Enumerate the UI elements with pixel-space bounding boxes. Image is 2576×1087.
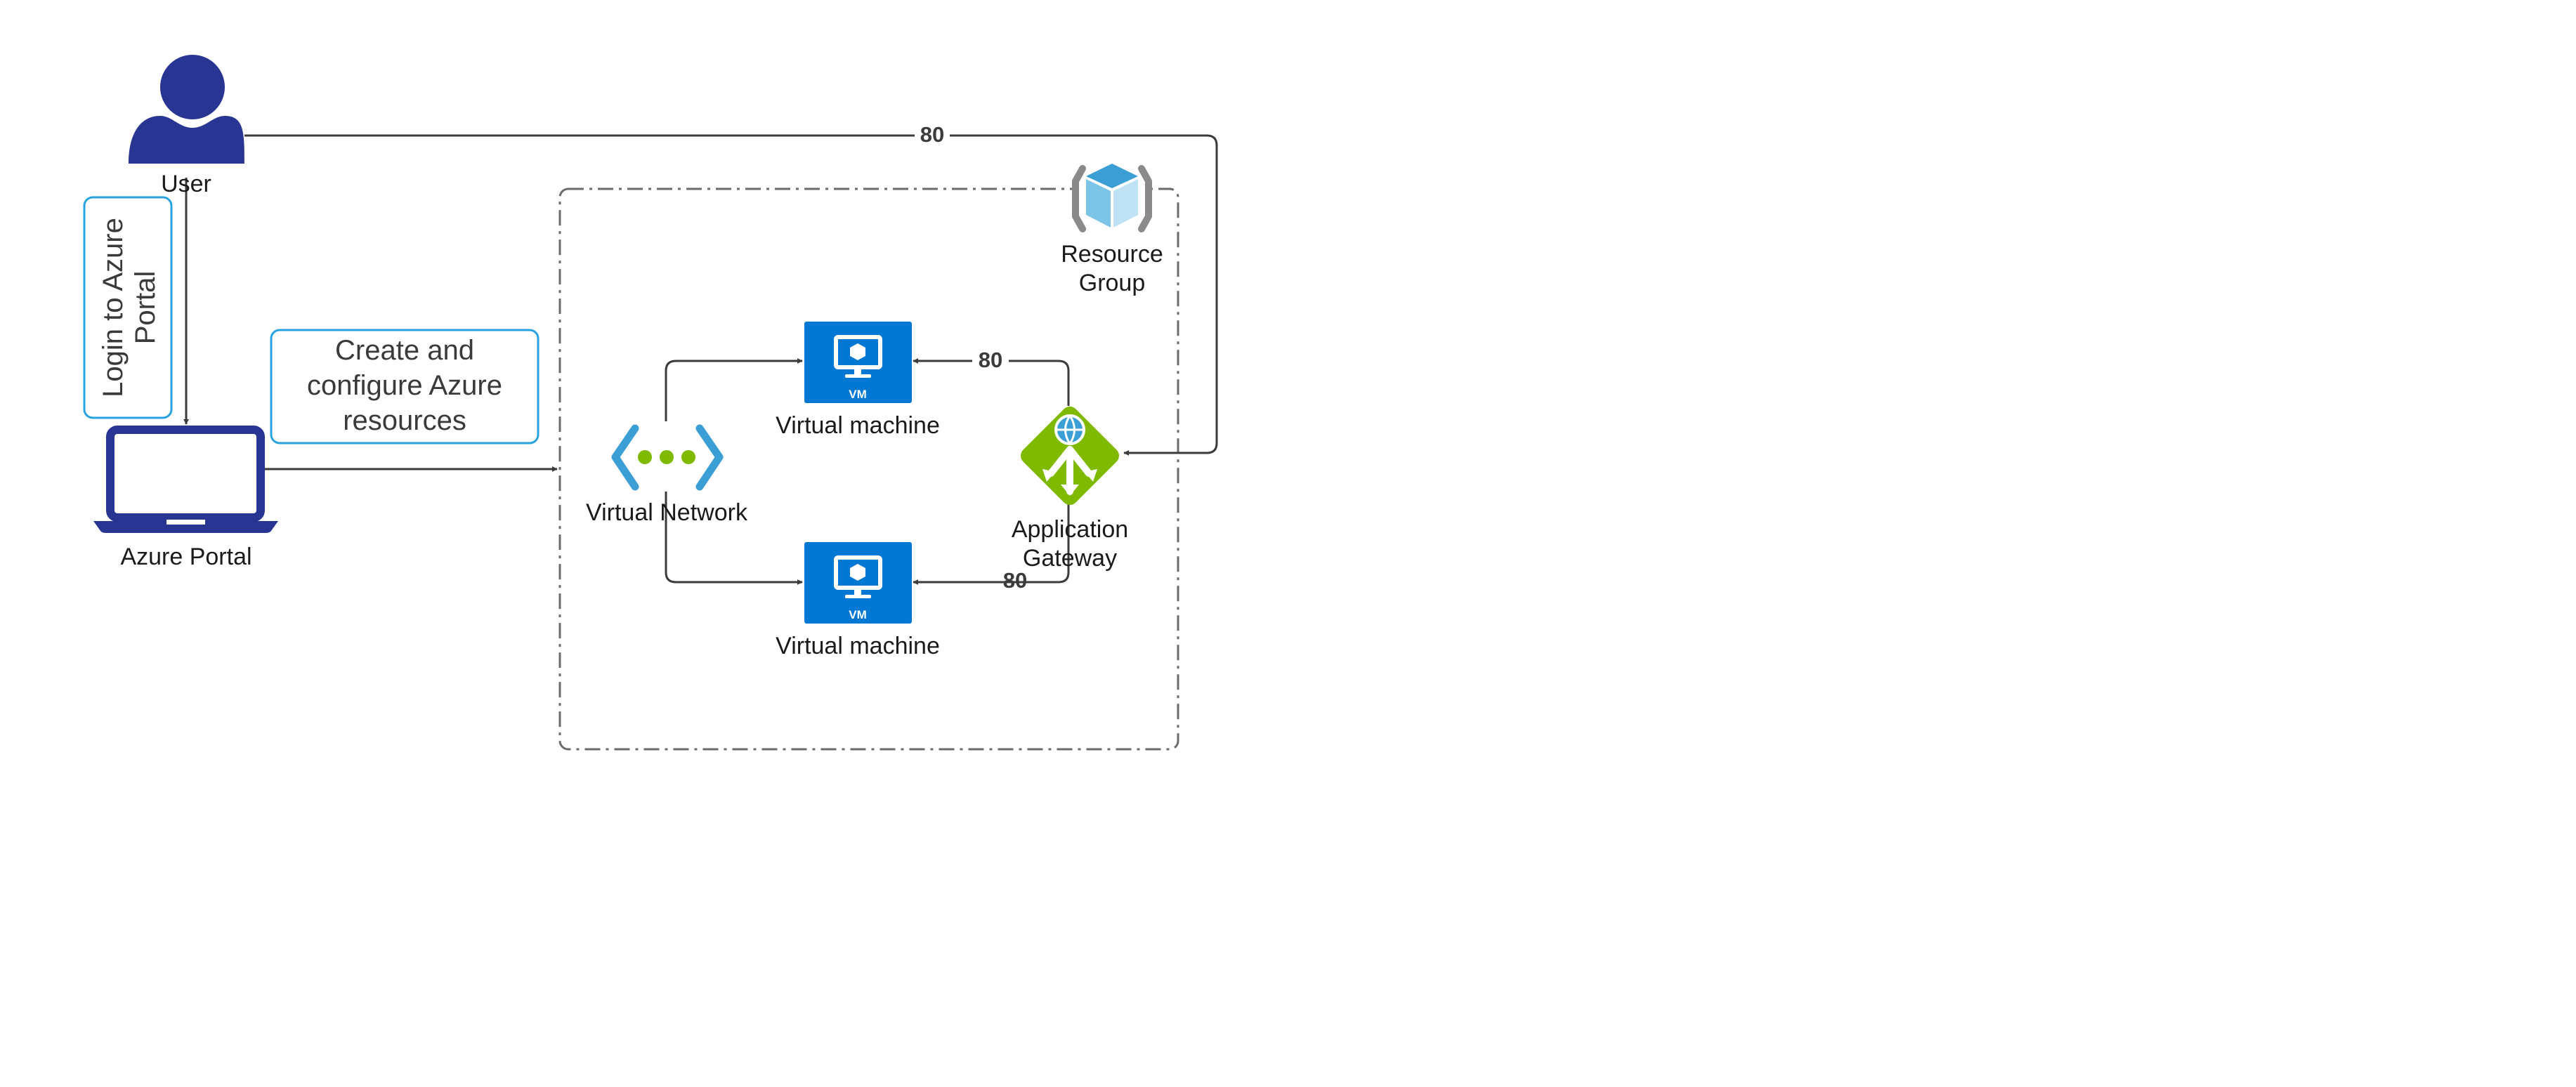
edge-gateway-to-vm-bottom — [913, 504, 1070, 585]
login-note: Login to Azure Portal — [83, 196, 173, 419]
edge-vnet-to-vm-top — [665, 358, 803, 421]
virtual-network-label: Virtual Network — [586, 499, 748, 526]
edge-label-gateway-vm-top: 80 — [979, 348, 1002, 372]
login-note-line1: Login to Azure — [98, 218, 129, 397]
application-gateway-label-line1: Application — [1012, 516, 1128, 543]
resource-group-node[interactable]: Resource Group — [1061, 160, 1163, 296]
create-note-line3: resources — [343, 405, 466, 436]
application-gateway-node[interactable]: Application Gateway — [1012, 403, 1128, 572]
vm-top-badge: VM — [849, 388, 867, 401]
connectors — [183, 134, 1218, 585]
laptop-icon — [93, 426, 278, 533]
user-icon — [129, 55, 244, 164]
create-note-line1: Create and — [335, 335, 474, 366]
virtual-machine-icon — [804, 322, 912, 403]
application-gateway-label-line2: Gateway — [1023, 545, 1117, 572]
user-node[interactable]: User — [129, 55, 244, 197]
azure-portal-label: Azure Portal — [120, 544, 251, 570]
application-gateway-icon — [1021, 407, 1119, 505]
login-note-line2: Portal — [130, 271, 161, 345]
edge-gateway-to-vm-top — [913, 358, 1070, 406]
virtual-machine-icon — [804, 542, 912, 624]
vm-bottom-badge: VM — [849, 608, 867, 621]
edge-vnet-to-vm-bottom — [665, 492, 803, 585]
azure-portal-node[interactable]: Azure Portal — [93, 426, 278, 570]
create-note: Create and configure Azure resources — [270, 329, 540, 444]
edge-labels: 80 80 80 — [915, 120, 1027, 593]
virtual-network-node[interactable]: Virtual Network — [586, 424, 748, 526]
vm-top-label: Virtual machine — [776, 412, 940, 439]
resource-group-label-line1: Resource — [1061, 241, 1163, 268]
edge-label-user-gateway: 80 — [920, 122, 944, 147]
vm-bottom-node[interactable]: VM Virtual machine — [776, 542, 940, 659]
resource-group-label-line2: Group — [1079, 270, 1146, 296]
edge-user-to-gateway — [244, 134, 1218, 456]
edge-label-gateway-vm-bottom: 80 — [1003, 568, 1027, 593]
vm-top-node[interactable]: VM Virtual machine — [776, 322, 940, 439]
vm-bottom-label: Virtual machine — [776, 633, 940, 659]
user-label: User — [161, 171, 211, 197]
resource-group-boundary — [558, 187, 1179, 751]
virtual-network-icon — [611, 424, 724, 491]
create-note-line2: configure Azure — [307, 370, 502, 401]
resource-group-icon — [1072, 160, 1152, 233]
